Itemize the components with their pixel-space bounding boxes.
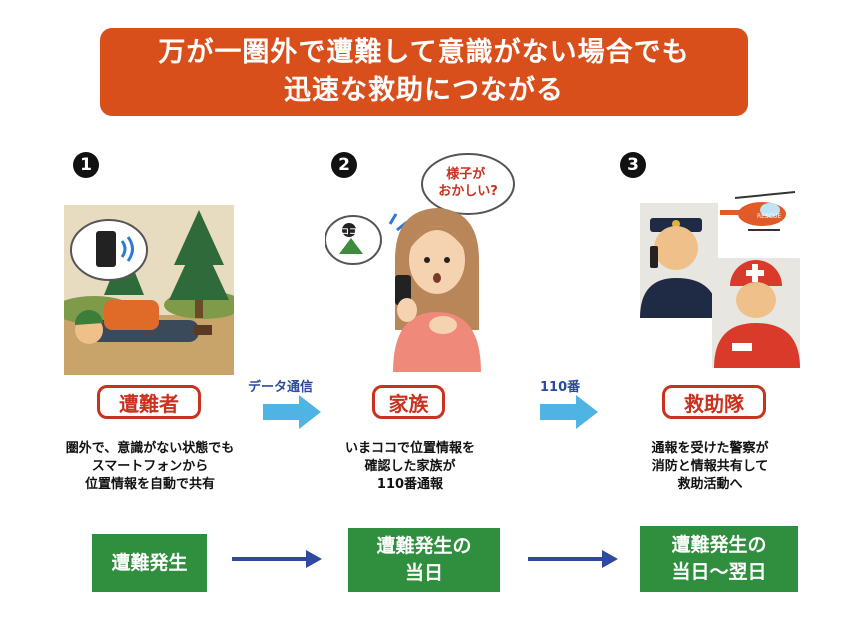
rescue-team-illustration: RESCUE [640, 191, 800, 368]
woman-figure [393, 208, 481, 372]
title-line-2: 迅速な救助につながる [284, 75, 564, 106]
step-1-number: 1 [73, 152, 99, 178]
dark-blue-arrow-icon [528, 550, 618, 568]
light-blue-arrow-icon [540, 395, 598, 429]
step-3-label: 救助隊 [662, 385, 766, 419]
step-2-description: いまココで位置情報を 確認した家族が 110番通報 [344, 441, 475, 492]
timeline-box-1: 遭難発生 [92, 534, 207, 592]
timeline-box-3: 遭難発生の 当日〜翌日 [640, 526, 798, 592]
step-3-description: 通報を受けた警察が 消防と情報共有して 救助活動へ [651, 441, 769, 492]
speech-bubble-phone-icon [70, 219, 148, 281]
map-pin-label: ココ [341, 227, 357, 236]
step-1-label: 遭難者 [97, 385, 201, 419]
thought-text-line-2: おかしい? [438, 184, 498, 199]
police-officer-figure [640, 203, 718, 318]
collapsed-hiker-illustration [64, 205, 234, 375]
timeline-text-3: 遭難発生の 当日〜翌日 [671, 534, 767, 583]
title-line-1: 万が一圏外で遭難して意識がない場合でも [158, 37, 690, 68]
thought-text-line-1: 様子が [446, 166, 485, 182]
helicopter-icon: RESCUE [720, 191, 796, 231]
timeline-box-2: 遭難発生の 当日 [348, 528, 500, 592]
timeline-text-2: 遭難発生の 当日 [376, 535, 472, 584]
timeline-text-1: 遭難発生 [111, 551, 188, 574]
dark-blue-arrow-icon [232, 550, 322, 568]
step-2-label: 家族 [372, 385, 445, 419]
worried-family-illustration: 様子が おかしい? ココ [325, 153, 515, 372]
pine-tree-icon [169, 210, 229, 318]
title-banner: 万が一圏外で遭難して意識がない場合でも 迅速な救助につながる [100, 28, 748, 116]
step-2-number: 2 [331, 152, 357, 178]
helicopter-rescue-label: RESCUE [757, 213, 781, 220]
svg-text:様子が おかしい?: 様子が おかしい? [438, 166, 498, 199]
hiker-figure [74, 300, 212, 344]
step-1-description: 圏外で、意識がない状態でも スマートフォンから 位置情報を自動で共有 [65, 441, 235, 492]
emergency-call-label: 110番 [540, 380, 581, 395]
data-communication-label: データ通信 [248, 380, 314, 395]
light-blue-arrow-icon [263, 395, 321, 429]
step-3-number: 3 [620, 152, 646, 178]
map-bubble-icon: ココ [325, 215, 382, 265]
firefighter-figure [712, 258, 800, 368]
